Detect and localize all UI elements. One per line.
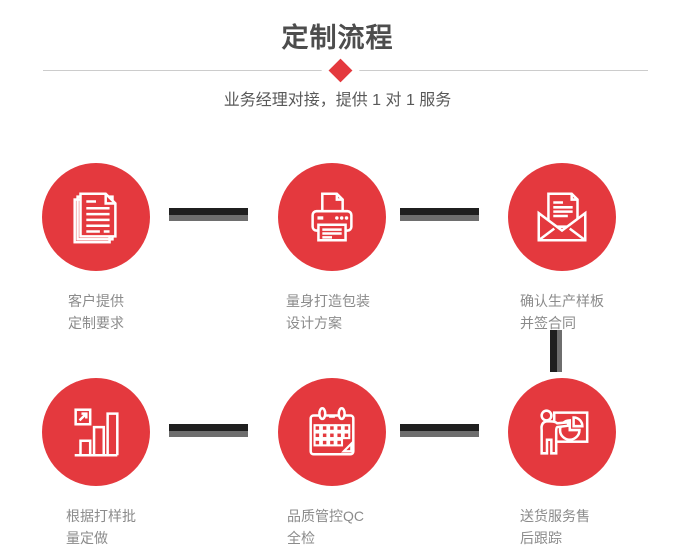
- page-title: 定制流程: [281, 23, 394, 53]
- calendar-icon: [309, 407, 355, 456]
- connector-row1-2: [400, 208, 479, 221]
- connector-row2-2: [400, 424, 479, 437]
- step-label-line: 后跟踪: [520, 530, 562, 546]
- step-label-line: 客户提供: [68, 293, 124, 309]
- step-label-qc-inspection: 品质管控QC 全检: [287, 505, 364, 549]
- step-circle-packaging-design: [278, 163, 386, 271]
- step-label-sample-contract: 确认生产样板 并签合同: [520, 290, 604, 334]
- step-label-delivery-aftersales: 送货服务售 后跟踪: [520, 505, 590, 549]
- presentation-icon: [540, 409, 589, 455]
- step-label-packaging-design: 量身打造包装 设计方案: [286, 290, 370, 334]
- step-label-line: 量身打造包装: [286, 293, 370, 309]
- step-label-line: 根据打样批: [66, 508, 136, 524]
- step-label-line: 全检: [287, 530, 315, 546]
- step-circle-customer-requirements: [42, 163, 150, 271]
- step-circle-delivery-aftersales: [508, 378, 616, 486]
- step-label-line: 设计方案: [286, 315, 342, 331]
- connector-row1-1: [169, 208, 248, 221]
- step-label-line: 并签合同: [520, 315, 576, 331]
- diamond-icon: [321, 51, 360, 90]
- step-circle-qc-inspection: [278, 378, 386, 486]
- step-label-line: 确认生产样板: [520, 293, 604, 309]
- printer-icon: [311, 192, 353, 242]
- documents-icon: [73, 192, 117, 244]
- page-subtitle: 业务经理对接，提供 1 对 1 服务: [223, 92, 452, 109]
- step-circle-sample-contract: [508, 163, 616, 271]
- step-label-batch-production: 根据打样批 量定做: [66, 505, 136, 549]
- connector-vertical: [550, 330, 562, 372]
- step-label-customer-requirements: 客户提供 定制要求: [68, 290, 124, 334]
- step-label-line: 定制要求: [68, 315, 124, 331]
- step-label-line: 品质管控QC: [287, 508, 364, 524]
- connector-row2-1: [169, 424, 248, 437]
- step-circle-batch-production: [42, 378, 150, 486]
- bar-chart-icon: [74, 408, 119, 457]
- step-label-line: 量定做: [66, 530, 108, 546]
- envelope-icon: [537, 192, 587, 242]
- step-label-line: 送货服务售: [520, 508, 590, 524]
